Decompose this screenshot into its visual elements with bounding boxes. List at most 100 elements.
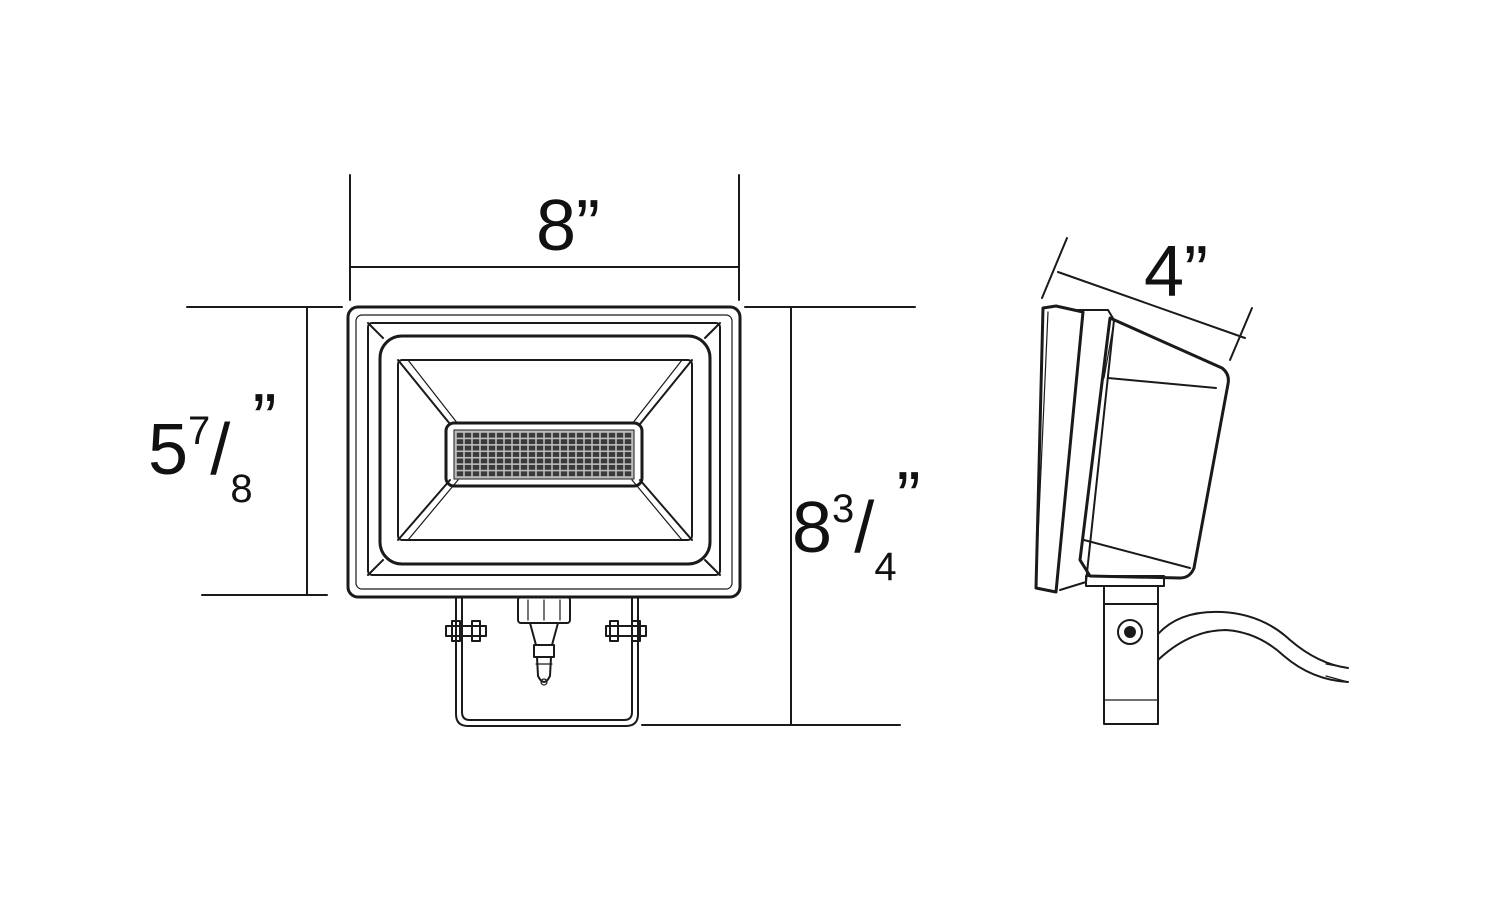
led-cell [496,464,504,470]
led-cell [568,458,576,464]
led-cell [560,464,568,470]
led-cell [624,432,632,438]
led-cell [576,432,584,438]
height-body-denominator: 8 [230,467,252,511]
led-cell [624,458,632,464]
led-cell [624,439,632,445]
led-cell [520,471,528,477]
front-lens-frame [378,334,712,566]
dimension-width-front: 8” [349,174,740,301]
led-cell [568,439,576,445]
led-cell [488,432,496,438]
led-cell [576,471,584,477]
led-cell [480,471,488,477]
height-overall-denominator: 4 [874,545,896,589]
led-cell [520,439,528,445]
led-cell [536,458,544,464]
led-cell [576,458,584,464]
led-cell [544,471,552,477]
height-body-whole: 5 [148,410,188,490]
led-cell [560,452,568,457]
led-cell [584,452,592,457]
led-cell [472,452,480,457]
led-cell [512,439,520,445]
led-cell [480,439,488,445]
led-cell [568,445,576,451]
led-cell [600,471,608,477]
width-front-unit: ” [576,186,600,266]
led-cell [496,458,504,464]
led-cell [504,458,512,464]
height-body-slash: / [210,410,230,490]
led-cell [552,439,560,445]
led-cell [624,471,632,477]
led-cell [536,471,544,477]
led-cell [512,445,520,451]
led-cell [472,439,480,445]
led-cell [576,452,584,457]
led-cell [608,464,616,470]
led-cell [512,452,520,457]
led-cell [552,445,560,451]
led-cell [520,458,528,464]
led-cell [584,445,592,451]
led-cell [544,439,552,445]
led-cell [552,452,560,457]
led-cell [608,471,616,477]
height-body-unit: ” [253,380,277,460]
led-cell [456,452,464,457]
led-cell [520,464,528,470]
led-cell [520,445,528,451]
led-cell [464,452,472,457]
power-cable [1157,610,1349,683]
led-cell [552,432,560,438]
led-cell [472,471,480,477]
led-cell [552,464,560,470]
led-cell [536,464,544,470]
led-cell [592,445,600,451]
led-cell [584,464,592,470]
svg-text:8”: 8” [536,186,600,266]
side-bezel [1034,304,1085,594]
led-cell [536,445,544,451]
led-cell [456,432,464,438]
led-cell [568,464,576,470]
led-cell [536,432,544,438]
depth-side-unit: ” [1184,232,1208,312]
led-cell [624,464,632,470]
led-cell [520,452,528,457]
led-cell [592,452,600,457]
led-array [444,421,644,488]
dimension-height-overall: 83/4” [641,306,921,726]
led-cell [616,458,624,464]
led-cell [552,458,560,464]
led-cell [584,432,592,438]
led-cell [480,458,488,464]
side-view [1034,304,1349,725]
led-cell [456,439,464,445]
led-cell [488,464,496,470]
led-cell [456,471,464,477]
led-cell [512,464,520,470]
led-cell [616,432,624,438]
led-cell [608,439,616,445]
height-body-numerator: 7 [188,409,210,453]
led-cell [504,452,512,457]
led-cell [528,464,536,470]
led-cell [464,464,472,470]
led-cell [544,458,552,464]
led-cell [528,458,536,464]
led-cell [480,452,488,457]
led-cell [560,471,568,477]
side-housing [1078,316,1230,580]
led-cell [600,439,608,445]
led-cell [536,439,544,445]
depth-side-value: 4 [1144,232,1184,312]
led-cell [528,439,536,445]
led-cell [488,445,496,451]
front-yoke-mount [445,596,647,727]
led-cell [584,471,592,477]
led-cell [592,458,600,464]
led-cell [560,445,568,451]
